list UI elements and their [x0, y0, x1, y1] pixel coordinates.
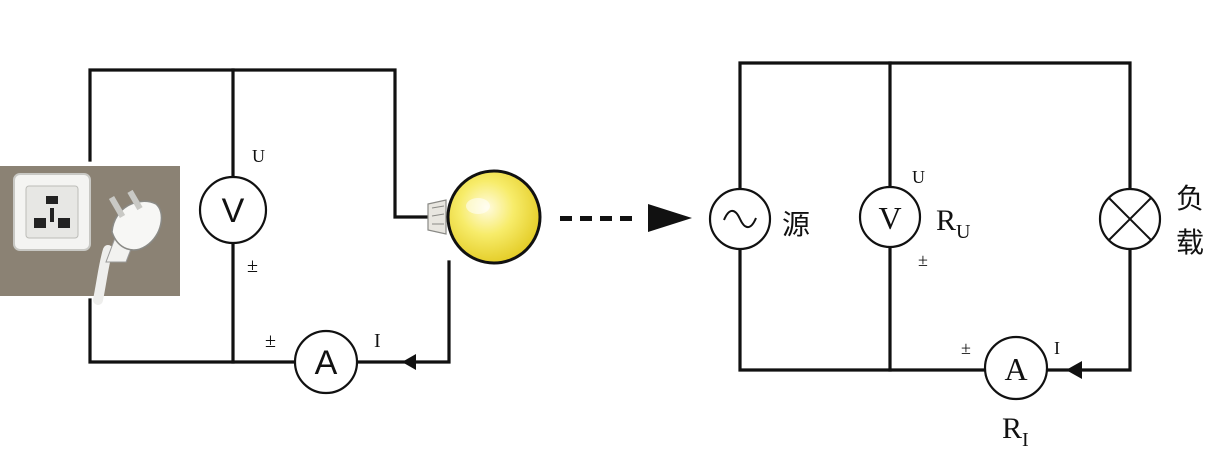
right-voltmeter-terminal-bottom: ± [918, 250, 928, 270]
left-ammeter: A ± I [265, 329, 381, 395]
ac-source-icon [708, 187, 772, 251]
lamp-load-icon [1098, 187, 1162, 251]
left-ammeter-symbol: A [315, 344, 338, 382]
plug-icon [93, 189, 163, 305]
load-label-line1: 负 [1176, 182, 1204, 215]
right-voltmeter-resistance: RU [936, 204, 971, 243]
left-wire-bottom [88, 260, 451, 364]
right-wire-top [738, 61, 1132, 192]
left-wire-top [88, 68, 430, 219]
right-wire-load-lower [1046, 246, 1132, 372]
left-voltmeter: V U ± [198, 146, 268, 277]
source-label: 源 [782, 208, 810, 241]
left-ammeter-terminal-right: I [374, 330, 381, 352]
right-ammeter-resistance: RI [1002, 412, 1029, 451]
left-voltmeter-terminal-top: U [252, 146, 265, 166]
light-bulb-icon [427, 169, 542, 265]
left-voltmeter-terminal-bottom: ± [247, 255, 258, 277]
right-circuit: 源 V U ± RU 负 载 A ± I RI [708, 61, 1204, 451]
dashed-arrow-icon [560, 204, 692, 232]
left-circuit: V U ± A ± I [0, 68, 542, 395]
left-current-arrow [402, 354, 416, 370]
right-voltmeter: V U ± RU [858, 167, 971, 270]
left-voltmeter-symbol: V [222, 192, 245, 230]
right-ammeter-symbol: A [1004, 351, 1027, 387]
right-current-arrow [1066, 361, 1082, 379]
right-ammeter: A ± I RI [961, 335, 1060, 451]
right-voltmeter-terminal-top: U [912, 167, 925, 187]
load-label-line2: 载 [1176, 226, 1204, 259]
right-ammeter-terminal-left: ± [961, 338, 971, 358]
right-ammeter-terminal-right: I [1054, 338, 1060, 358]
right-wire-source-lower [738, 246, 986, 372]
right-voltmeter-symbol: V [878, 200, 901, 236]
left-ammeter-terminal-left: ± [265, 330, 276, 352]
